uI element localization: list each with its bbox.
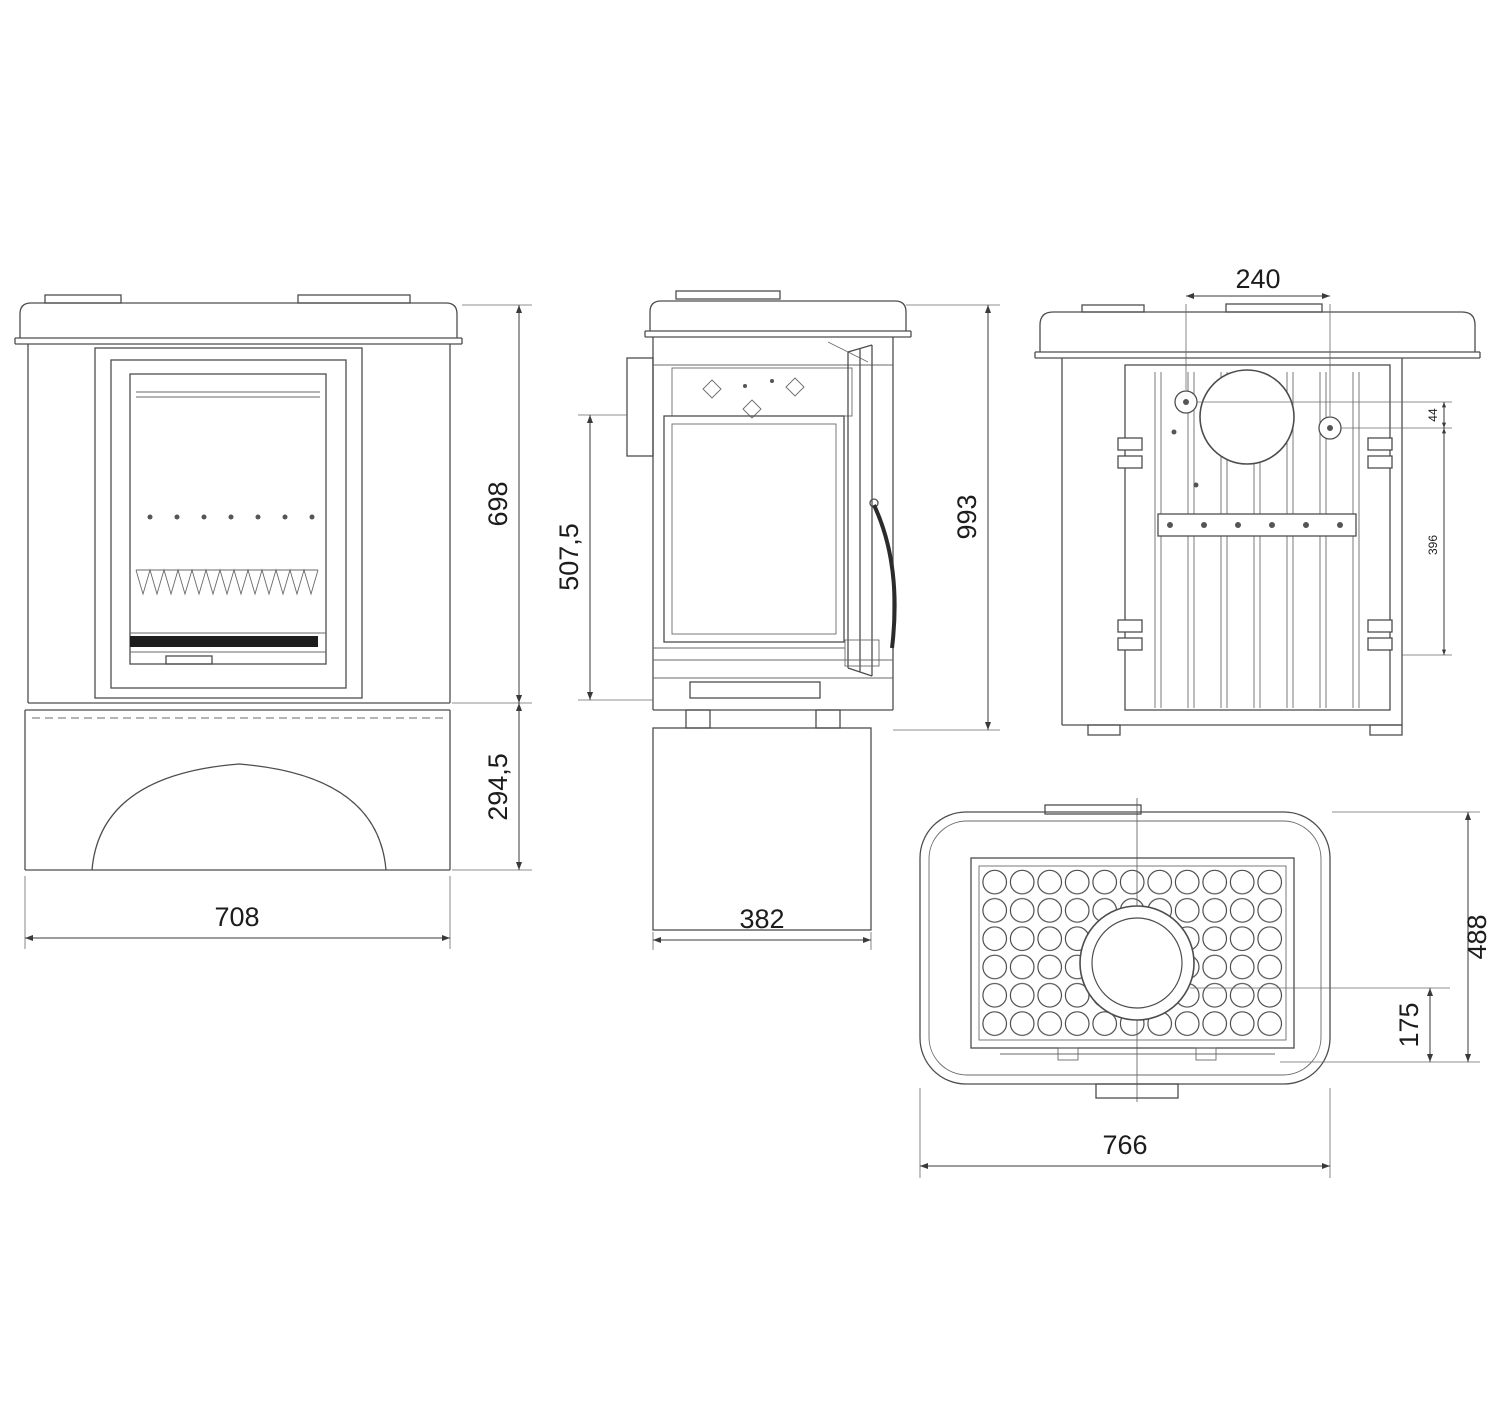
side-top-tab xyxy=(675,290,781,300)
side-ash-pan xyxy=(689,681,821,699)
top-grate-frame xyxy=(970,857,1295,1049)
rear-foot-left xyxy=(1087,724,1121,736)
rear-view: 240 44 396 xyxy=(1034,264,1481,736)
dimension-side-base-depth: 382 xyxy=(652,904,872,950)
side-door-handle xyxy=(872,504,897,649)
rear-bracket-bar xyxy=(1157,513,1357,537)
front-baffle-zigzag xyxy=(135,568,319,596)
dim-label-front-body-height: 698 xyxy=(483,481,513,526)
side-body xyxy=(652,337,894,711)
top-flue-circle-outer xyxy=(1079,905,1195,1021)
dim-label-rear-offset-large: 396 xyxy=(1426,535,1440,555)
front-view: 708 698 294,5 xyxy=(14,294,532,949)
side-rear-shield xyxy=(626,357,654,457)
dim-label-top-depth: 488 xyxy=(1462,914,1492,959)
front-door-glass xyxy=(129,373,327,665)
rear-side-clips xyxy=(1117,437,1393,651)
front-top-tab-right xyxy=(297,294,411,304)
side-firebox-outer xyxy=(663,415,845,643)
side-door-latch xyxy=(844,639,880,667)
side-top-plate xyxy=(649,300,907,331)
dim-label-side-base-depth: 382 xyxy=(739,904,784,934)
dimension-front-width: 708 xyxy=(24,876,451,949)
front-door-inner-frame xyxy=(110,359,347,689)
side-pedestal xyxy=(652,727,872,931)
top-tab xyxy=(1044,804,1142,815)
rear-knobs xyxy=(1171,390,1342,488)
side-top-bolts xyxy=(702,377,805,419)
rear-top-tab-left xyxy=(1081,304,1145,313)
rear-flue-circle xyxy=(1199,369,1295,465)
front-handle-bar xyxy=(130,636,318,647)
top-plate-inner-outline xyxy=(928,820,1322,1076)
side-view: 507,5 993 382 xyxy=(554,290,1000,950)
front-door-frame xyxy=(94,347,363,699)
dim-label-side-total-height: 993 xyxy=(952,494,982,539)
dim-label-rear-flue-spacing: 240 xyxy=(1235,264,1280,294)
dimension-top-depth: 488 xyxy=(1280,811,1492,1063)
dimension-rear-flue-spacing: 240 xyxy=(1185,264,1331,416)
dim-label-rear-offset-small: 44 xyxy=(1426,408,1440,422)
dimension-side-total-height: 993 xyxy=(893,304,1000,731)
side-leg-rear xyxy=(815,709,841,729)
top-bottom-tab xyxy=(1095,1083,1179,1099)
front-ash-lever xyxy=(165,655,213,665)
side-door-edge xyxy=(847,344,873,677)
rear-top-tab-right xyxy=(1225,303,1323,313)
front-top-tab-left xyxy=(44,294,122,304)
dimension-top-width: 766 xyxy=(919,1088,1331,1178)
dimension-top-flue-offset: 175 xyxy=(1190,987,1450,1062)
dim-label-front-base-height: 294,5 xyxy=(483,753,513,821)
dim-label-top-flue-offset: 175 xyxy=(1394,1002,1424,1047)
dim-label-front-width: 708 xyxy=(214,902,259,932)
front-body xyxy=(27,344,451,704)
rear-panel xyxy=(1124,364,1391,711)
dimension-side-firebox-height: 507,5 xyxy=(554,414,653,701)
rear-top-plate xyxy=(1039,311,1476,352)
rear-foot-right xyxy=(1369,724,1403,736)
top-flue-circle-inner xyxy=(1091,917,1183,1009)
side-leg-front xyxy=(685,709,711,729)
dim-label-top-width: 766 xyxy=(1102,1130,1147,1160)
side-firebox-inner xyxy=(671,423,837,635)
front-air-holes xyxy=(147,514,315,520)
front-base xyxy=(24,709,451,871)
front-base-arch xyxy=(91,763,387,871)
front-top-plate xyxy=(19,302,458,338)
dimension-front-heights: 698 294,5 xyxy=(452,304,532,871)
dimension-rear-offsets: 44 396 xyxy=(1197,401,1452,656)
dim-label-side-firebox-height: 507,5 xyxy=(554,523,584,591)
top-view: 488 175 766 xyxy=(919,798,1492,1178)
